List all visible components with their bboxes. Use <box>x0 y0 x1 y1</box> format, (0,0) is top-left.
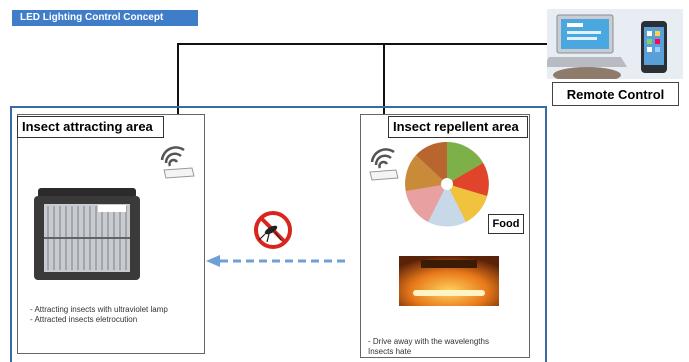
no-mosquito-icon <box>254 211 292 249</box>
repel-direction-arrow <box>206 255 346 267</box>
led-lamp-image <box>399 256 499 306</box>
control-area-frame <box>10 106 547 362</box>
attract-zone-title: Insect attracting area <box>17 116 164 138</box>
attract-note-2: - Attracted insects eletrocution <box>30 315 138 324</box>
wifi-router-icon <box>369 148 399 181</box>
food-label: Food <box>488 214 524 234</box>
remote-control-label: Remote Control <box>552 82 679 106</box>
wifi-router-icon <box>160 146 195 179</box>
bug-zapper-image <box>34 188 140 280</box>
remote-devices-image <box>547 9 683 79</box>
food-image <box>405 141 489 227</box>
smartphone-icon <box>641 21 667 73</box>
attract-note-1: - Attracting insects with ultraviolet la… <box>30 305 168 314</box>
laptop-icon <box>547 9 683 79</box>
diagram-title: LED Lighting Control Concept <box>12 10 198 26</box>
repel-note-2: Insects hate <box>368 347 412 356</box>
repel-note-1: - Drive away with the wavelengths <box>368 337 489 346</box>
repel-zone-title: Insect repellent area <box>388 116 528 138</box>
remote-link-line <box>177 43 547 148</box>
